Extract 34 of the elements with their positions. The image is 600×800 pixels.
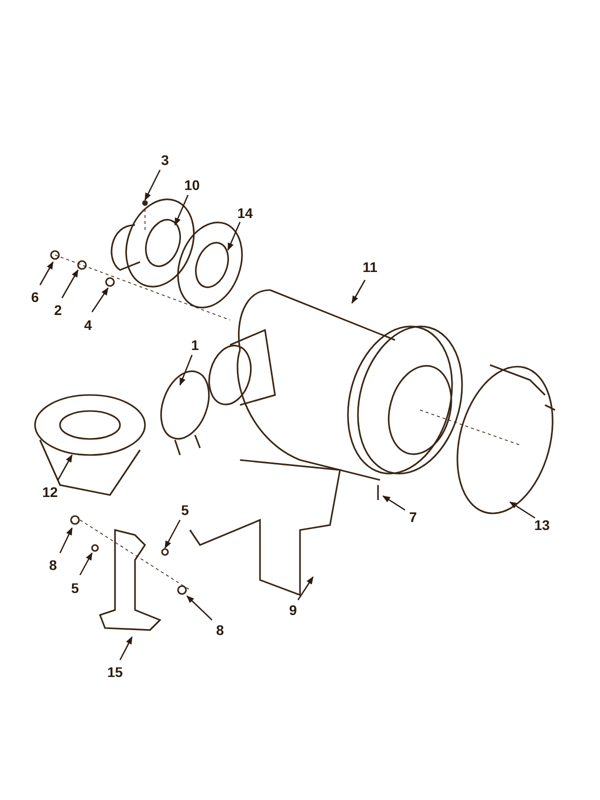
callout-number: 7 xyxy=(409,509,417,525)
callout-number: 4 xyxy=(84,317,92,333)
callout-number: 2 xyxy=(54,302,62,318)
leader-line xyxy=(297,576,314,600)
leader-line xyxy=(57,454,73,480)
leader-line xyxy=(382,495,406,511)
leader-line xyxy=(186,595,212,620)
callout-number: 13 xyxy=(534,517,550,533)
callout-number: 3 xyxy=(161,152,169,168)
leader-line xyxy=(61,269,79,298)
callout-number: 6 xyxy=(31,289,39,305)
callout-number: 11 xyxy=(362,259,378,275)
callout-number: 15 xyxy=(107,664,123,680)
callout-number: 5 xyxy=(181,502,189,518)
leader-line xyxy=(59,527,73,554)
callout-number: 9 xyxy=(289,602,297,618)
leader-line xyxy=(174,194,189,226)
callout-number: 8 xyxy=(216,622,224,638)
leader-line xyxy=(179,354,193,386)
leader-line xyxy=(509,501,536,519)
leader-line xyxy=(144,170,161,201)
leader-line xyxy=(79,552,93,576)
leader-line xyxy=(39,261,54,286)
leader-line xyxy=(227,222,241,251)
leader-line xyxy=(351,280,366,304)
callout-number: 8 xyxy=(49,557,57,573)
leader-line xyxy=(164,520,181,549)
leader-line xyxy=(119,636,133,660)
leader-line xyxy=(91,287,109,312)
callout-number: 1 xyxy=(191,337,199,353)
callout-number: 14 xyxy=(237,205,253,221)
callout-number: 5 xyxy=(71,580,79,596)
callout-number: 12 xyxy=(42,484,58,500)
callout-number: 10 xyxy=(184,177,200,193)
